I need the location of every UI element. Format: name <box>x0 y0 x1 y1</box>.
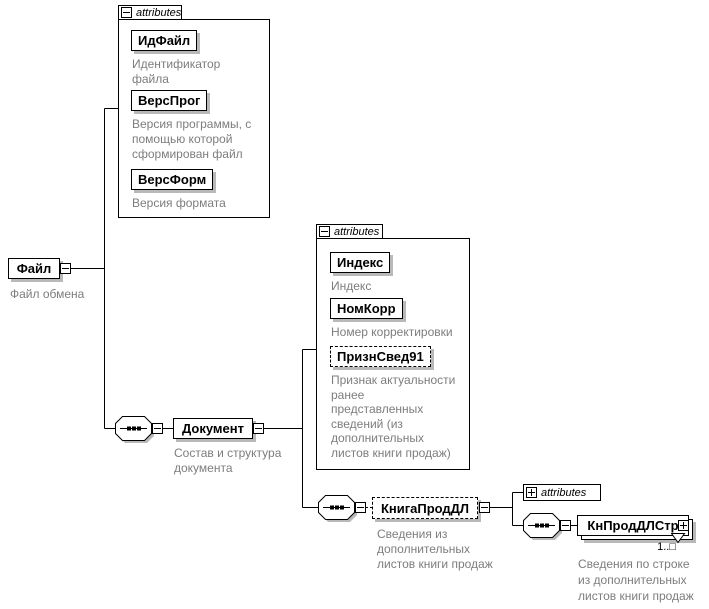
attr-idfayl-annotation: Идентификатор файла <box>132 57 221 86</box>
element-dokument-collapse-icon[interactable] <box>253 423 264 434</box>
tree-connector <box>71 108 577 526</box>
sequence-dot <box>535 523 539 528</box>
attr-priznsved91-annotation: Признак актуальности ранее представленны… <box>331 373 456 460</box>
sequence-dot <box>137 426 141 431</box>
attributes-label: attributes <box>334 225 380 238</box>
attr-indeks-label: Индекс <box>337 255 384 270</box>
element-knigaproddl-annotation: Сведения из дополнительных листов книги … <box>377 527 493 571</box>
attr-versprog-box[interactable]: ВерсПрог <box>131 90 208 111</box>
attributes-label: attributes <box>136 6 182 19</box>
attr-indeks-box[interactable]: Индекс <box>330 252 391 273</box>
collapse-icon[interactable] <box>319 226 330 237</box>
sequence-dot <box>540 523 544 528</box>
attr-priznsved91-label: ПризнСвед91 <box>337 349 424 364</box>
attr-versprog-annotation: Версия программы, с помощью которой сфор… <box>132 117 252 161</box>
attr-nomkorr-box[interactable]: НомКорр <box>330 298 403 319</box>
collapse-icon[interactable] <box>121 7 132 18</box>
sequence-compositor-icon[interactable] <box>318 495 358 523</box>
attr-versform-label: ВерсФорм <box>138 172 207 187</box>
element-knproddlstr-expand-icon[interactable] <box>678 520 689 531</box>
sequence-dot <box>340 505 344 510</box>
sequence-dot <box>132 426 136 431</box>
element-knproddlstr-front[interactable]: КнПродДЛСтр <box>577 515 689 536</box>
sequence-dot <box>127 426 131 431</box>
attr-priznsved91-box[interactable]: ПризнСвед91 <box>330 346 431 367</box>
collapse-icon[interactable] <box>152 423 163 434</box>
attr-idfayl-label: ИдФайл <box>138 33 191 48</box>
attributes-label: attributes <box>541 486 587 499</box>
element-fayl-annotation: Файл обмена <box>10 287 85 301</box>
element-knigaproddl-label: КнигаПродДЛ <box>380 500 470 516</box>
element-knproddlstr-label: КнПродДЛСтр <box>587 518 679 533</box>
element-knproddlstr-annotation: Сведения по строке из дополнительных лис… <box>578 557 694 603</box>
element-fayl-collapse-icon[interactable] <box>60 263 71 274</box>
document-attributes-tab[interactable]: attributes <box>316 224 383 239</box>
attr-versform-box[interactable]: ВерсФорм <box>131 169 214 190</box>
occurrence-marker-icon <box>671 533 686 544</box>
attr-nomkorr-label: НомКорр <box>337 301 396 316</box>
element-knigaproddl-collapse-icon[interactable] <box>479 502 490 513</box>
element-knproddlstr-box[interactable]: КнПродДЛСтр <box>577 515 693 540</box>
occurrence-label: 1..□ <box>657 541 676 553</box>
sequence-compositor-icon[interactable] <box>523 513 563 541</box>
element-dokument-box[interactable]: Документ <box>173 418 253 439</box>
element-dokument-label: Документ <box>182 421 244 436</box>
collapse-icon[interactable] <box>560 520 571 531</box>
attr-indeks-annotation: Индекс <box>331 279 372 293</box>
attr-versform-annotation: Версия формата <box>132 196 226 210</box>
attr-nomkorr-annotation: Номер корректировки <box>331 325 453 339</box>
knigaproddl-attributes-collapsed-box[interactable]: attributes <box>523 484 601 501</box>
element-knigaproddl-box[interactable]: КнигаПродДЛ <box>372 497 478 519</box>
file-attributes-tab[interactable]: attributes <box>118 5 182 20</box>
sequence-dot <box>330 505 334 510</box>
attr-idfayl-box[interactable]: ИдФайл <box>131 30 198 51</box>
attr-versprog-label: ВерсПрог <box>138 93 201 108</box>
sequence-compositor-icon[interactable] <box>115 416 155 444</box>
sequence-dot <box>335 505 339 510</box>
sequence-dot <box>545 523 549 528</box>
element-fayl-box[interactable]: Файл <box>8 258 60 279</box>
element-dokument-annotation: Состав и структура документа <box>174 446 282 475</box>
expand-icon[interactable] <box>526 487 537 498</box>
collapse-icon[interactable] <box>355 502 366 513</box>
element-fayl-label: Файл <box>16 261 52 276</box>
